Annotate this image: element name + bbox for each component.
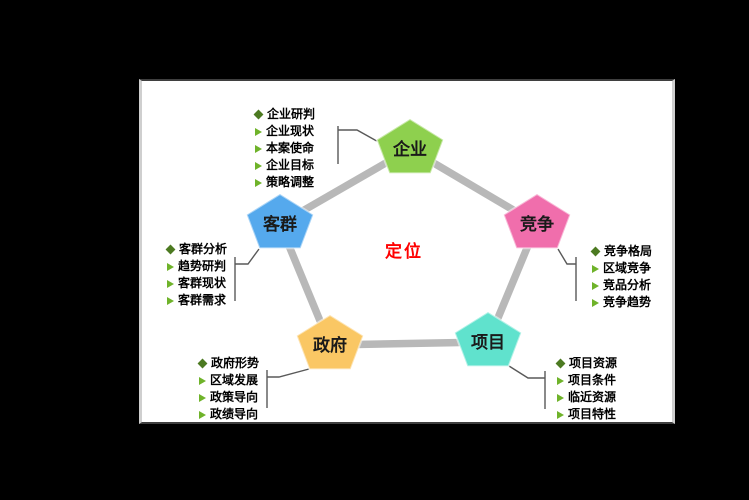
callout-line	[508, 365, 545, 379]
list-item-text: 区域竞争	[603, 261, 652, 275]
list-item-text: 政绩导向	[210, 407, 259, 421]
arrow-bullet-icon	[167, 279, 174, 288]
jingzheng-item-list: 竞争格局 区域竞争 竞品分析 竞争趋势	[590, 243, 653, 311]
list-item-text: 竞争趋势	[603, 295, 652, 309]
list-item: 竞品分析	[591, 277, 652, 294]
list-item-text: 企业目标	[266, 158, 315, 172]
list-item: 趋势研判	[166, 258, 227, 275]
arrow-bullet-icon	[255, 144, 262, 153]
list-item: 客群现状	[166, 275, 227, 292]
diamond-bullet-icon	[590, 246, 601, 257]
list-item-text: 企业现状	[266, 124, 315, 138]
callout-line	[235, 248, 260, 265]
list-item-text: 本案使命	[266, 141, 315, 155]
list-item: 竞争趋势	[591, 294, 652, 311]
list-item: 企业现状	[254, 123, 315, 140]
list-item-text: 政府形势	[211, 356, 260, 370]
arrow-bullet-icon	[557, 393, 564, 402]
arrow-bullet-icon	[557, 410, 564, 419]
arrow-bullet-icon	[592, 298, 599, 307]
list-item: 企业目标	[254, 157, 315, 174]
xiangmu-item-list: 项目资源 项目条件 临近资源 项目特性	[555, 355, 618, 423]
list-item: 项目特性	[556, 406, 617, 423]
callout-line	[557, 248, 576, 265]
arrow-bullet-icon	[199, 393, 206, 402]
list-item: 临近资源	[556, 389, 617, 406]
list-item: 区域发展	[198, 372, 259, 389]
list-item: 区域竞争	[591, 260, 652, 277]
list-item-text: 临近资源	[568, 390, 617, 404]
pentagon-label-zhengfu: 政府	[313, 335, 347, 356]
list-item: 项目资源	[555, 355, 618, 372]
kequn-item-list: 客群分析 趋势研判 客群现状 客群需求	[165, 241, 228, 309]
pentagon-qiye	[375, 118, 445, 175]
list-item-text: 客群现状	[178, 276, 227, 290]
list-item-text: 政策导向	[210, 390, 259, 404]
list-item: 企业研判	[253, 106, 316, 123]
diamond-bullet-icon	[165, 244, 176, 255]
list-item-text: 策略调整	[266, 175, 315, 189]
arrow-bullet-icon	[255, 161, 262, 170]
list-item-text: 企业研判	[267, 107, 316, 121]
list-item: 客群需求	[166, 292, 227, 309]
arrow-bullet-icon	[255, 127, 262, 136]
list-item: 政绩导向	[198, 406, 259, 423]
diamond-bullet-icon	[253, 109, 264, 120]
callout-line	[267, 368, 310, 378]
arrow-bullet-icon	[199, 376, 206, 385]
list-item-text: 客群分析	[179, 242, 228, 256]
pentagon-label-jingzheng: 竞争	[520, 214, 554, 235]
pentagon-jingzheng	[502, 193, 572, 250]
arrow-bullet-icon	[592, 281, 599, 290]
list-item: 政府形势	[197, 355, 260, 372]
center-title: 定位	[385, 241, 423, 262]
pentagon-label-xiangmu: 项目	[471, 333, 505, 353]
pentagon-kequn	[245, 193, 315, 250]
diamond-bullet-icon	[555, 358, 566, 369]
list-item-text: 趋势研判	[178, 259, 227, 273]
list-item: 竞争格局	[590, 243, 653, 260]
arrow-bullet-icon	[557, 376, 564, 385]
pentagon-zhengfu	[295, 314, 365, 371]
list-item-text: 客群需求	[178, 293, 227, 307]
qiye-item-list: 企业研判 企业现状 本案使命 企业目标 策略调整	[253, 106, 316, 191]
arrow-bullet-icon	[167, 296, 174, 305]
list-item-text: 区域发展	[210, 373, 259, 387]
arrow-bullet-icon	[199, 410, 206, 419]
list-item: 本案使命	[254, 140, 315, 157]
pentagon-label-qiye: 企业	[392, 139, 427, 160]
list-item: 客群分析	[165, 241, 228, 258]
arrow-bullet-icon	[255, 178, 262, 187]
list-item: 策略调整	[254, 174, 315, 191]
arrow-bullet-icon	[592, 264, 599, 273]
zhengfu-item-list: 政府形势 区域发展 政策导向 政绩导向	[197, 355, 260, 423]
pentagon-label-kequn: 客群	[262, 214, 297, 235]
list-item-text: 项目条件	[568, 373, 617, 387]
list-item: 政策导向	[198, 389, 259, 406]
callout-lines	[234, 126, 577, 409]
list-item-text: 项目资源	[569, 356, 618, 370]
diamond-bullet-icon	[197, 358, 208, 369]
pentagon-xiangmu	[453, 311, 523, 368]
list-item-text: 项目特性	[568, 407, 617, 421]
list-item: 项目条件	[556, 372, 617, 389]
list-item-text: 竞品分析	[603, 278, 652, 292]
pentagon-nodes: 企业 竞争 项目 政府 客群	[245, 118, 572, 371]
arrow-bullet-icon	[167, 262, 174, 271]
list-item-text: 竞争格局	[604, 244, 653, 258]
callout-line	[338, 129, 378, 142]
